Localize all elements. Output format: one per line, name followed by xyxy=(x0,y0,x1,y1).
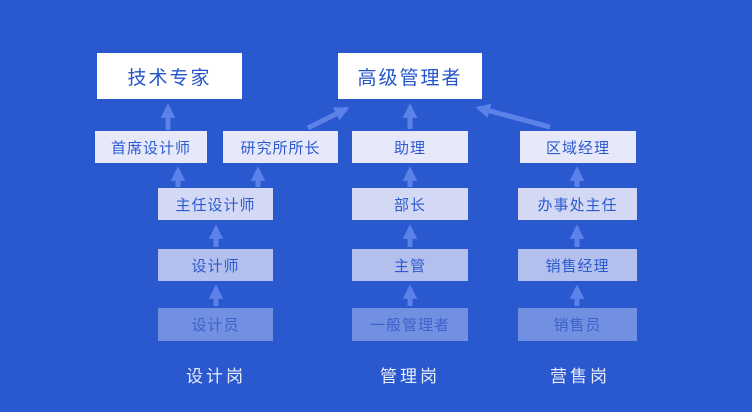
node-institute-director: 研究所所长 xyxy=(223,131,338,163)
arrow-regional-manager-to-senior-manager xyxy=(475,103,551,130)
node-designer: 设计师 xyxy=(158,249,273,281)
node-sales-manager: 销售经理 xyxy=(518,249,637,281)
node-department-head: 部长 xyxy=(352,188,468,220)
column-label-sales-post: 营售岗 xyxy=(550,367,610,387)
node-regional-manager: 区域经理 xyxy=(520,131,636,163)
node-tech-expert: 技术专家 xyxy=(97,53,242,99)
node-chief-designer: 首席设计师 xyxy=(95,131,207,163)
column-label-management-post: 管理岗 xyxy=(380,367,440,387)
node-assistant: 助理 xyxy=(352,131,468,163)
column-label-design-post: 设计岗 xyxy=(186,367,246,387)
node-supervisor: 主管 xyxy=(352,249,468,281)
node-design-staff: 设计员 xyxy=(158,308,273,341)
node-senior-manager: 高级管理者 xyxy=(338,53,482,99)
node-salesperson: 销售员 xyxy=(518,308,637,341)
node-general-manager: 一般管理者 xyxy=(352,308,468,341)
node-office-director: 办事处主任 xyxy=(518,188,637,220)
node-director-designer: 主任设计师 xyxy=(158,188,273,220)
arrow-institute-director-to-senior-manager xyxy=(306,106,350,131)
